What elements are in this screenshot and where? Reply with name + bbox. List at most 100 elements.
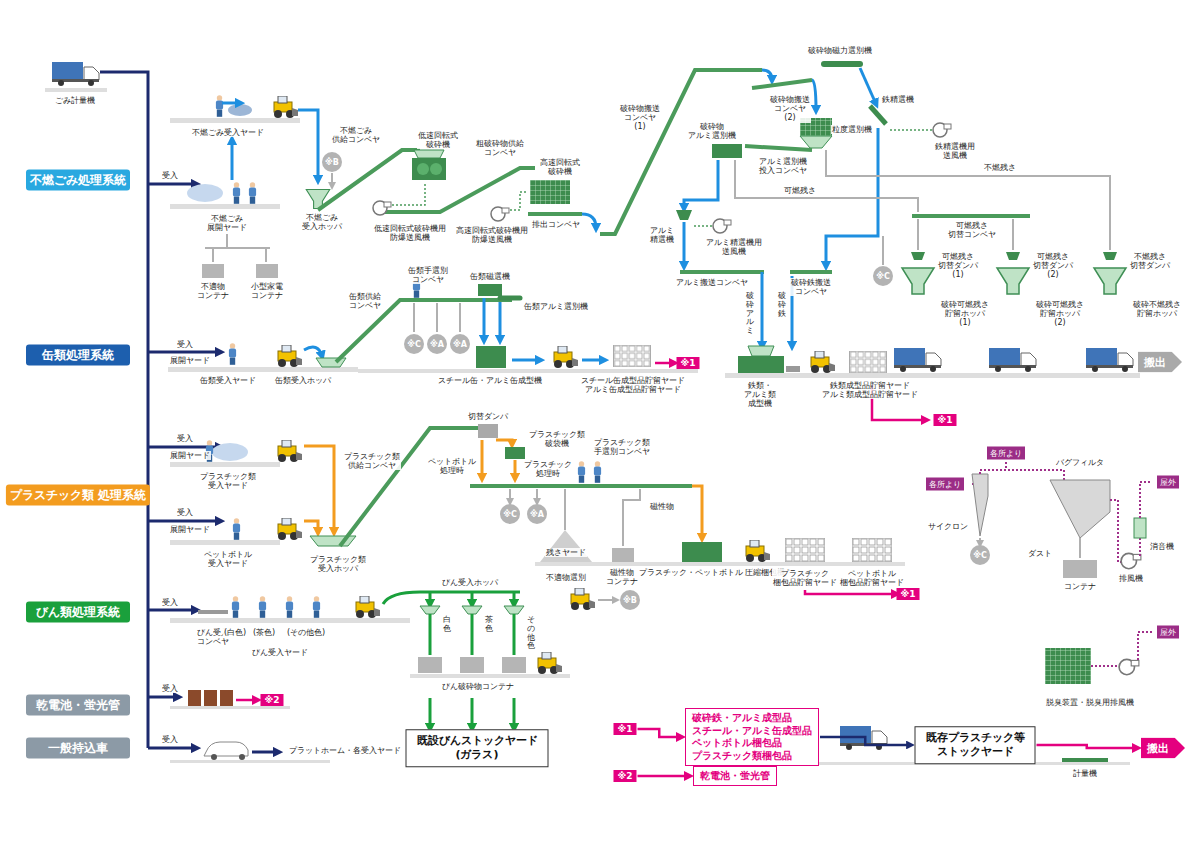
system-label: プラスチック類 処理系統	[6, 485, 150, 506]
noncombustible-line	[249, 182, 256, 204]
part-label: (白色)	[223, 628, 247, 637]
noncombustible-line	[170, 70, 762, 278]
ref-tag: ※2	[260, 694, 283, 706]
part-label: 低速回転式破砕機用 防爆送風機	[373, 224, 447, 242]
plastic-line	[340, 428, 488, 546]
part-label: 粒度選別機	[831, 125, 873, 134]
plastic-line	[212, 443, 248, 461]
node-text: ※A	[453, 340, 467, 349]
node-text: スチール・アルミ缶成型品	[692, 725, 812, 738]
part-label: 白色	[442, 616, 452, 634]
part-label: びん破砕物コンテナ	[441, 682, 515, 691]
bottle-line	[460, 657, 484, 673]
part-label: 受入	[161, 684, 179, 693]
ref-circle: ※C	[970, 545, 990, 565]
dust-collection	[1119, 659, 1139, 674]
sorting-area	[1006, 252, 1020, 260]
part-label: 破砕物 アルミ選別機	[687, 122, 737, 140]
part-label: 破砕可燃残さ 貯留ホッパ(2)	[1035, 300, 1085, 328]
sorting-area	[748, 346, 774, 356]
noncombustible-line	[430, 163, 442, 175]
bottle-line	[471, 698, 474, 728]
ref-circle: ※A	[527, 504, 547, 524]
sorting-area	[725, 373, 1140, 378]
plastic-line	[682, 542, 722, 562]
can-line	[478, 284, 502, 296]
noncombustible-line	[331, 173, 333, 186]
flow-connector	[820, 737, 911, 745]
part-label: アルミ搬送コンベヤ	[675, 278, 749, 287]
part-label: 破砕物磁力選別機	[807, 46, 873, 55]
noncombustible-line	[528, 212, 582, 216]
noncombustible-line	[510, 192, 528, 210]
part-label: 破砕物搬送 コンベヤ(1)	[619, 104, 661, 132]
part-label: ペットボトル 処理時	[427, 457, 477, 475]
plastic-line	[594, 461, 601, 483]
part-label: 不適物選別	[545, 573, 587, 582]
sorting-area	[911, 252, 925, 260]
node-text: 既設びんストックヤード (ガラス)	[417, 734, 538, 762]
node-text: ※A	[430, 340, 444, 349]
noncombustible-line	[385, 168, 535, 212]
noncombustible-line	[187, 184, 223, 202]
plastic-line	[852, 538, 892, 562]
can-line	[483, 298, 486, 340]
node-text: 乾電池・蛍光管	[30, 698, 126, 713]
part-label: プラスチック類 破袋機	[528, 430, 586, 448]
can-line	[554, 346, 578, 368]
main-supply-line	[52, 62, 99, 86]
node-text: 各所より	[929, 479, 961, 490]
part-label: 破砕アルミ	[745, 292, 755, 336]
system-label: 不燃ごみ処理系統	[26, 170, 130, 191]
part-label: 排風機	[1118, 574, 1144, 583]
plastic-line	[170, 540, 280, 545]
sorting-area	[761, 272, 764, 346]
dust-collection	[1138, 632, 1152, 660]
part-label: プラスチック類 受入ヤード	[199, 472, 257, 490]
sorting-area	[1103, 252, 1117, 260]
node-text: 既存プラスチック等 ストックヤード	[926, 731, 1025, 759]
plastic-line	[233, 518, 240, 540]
bottle-line	[170, 618, 410, 623]
can-line	[168, 276, 698, 373]
plastic-line	[785, 538, 825, 562]
part-label: (その他色)	[286, 628, 326, 637]
part-label: ペットボトル 梱包品貯留ヤード	[839, 569, 905, 587]
part-label: 受入	[161, 735, 179, 744]
bottle-line	[513, 592, 516, 604]
part-label: コンテナ	[1063, 582, 1097, 591]
node-text: 不燃ごみ処理系統	[30, 173, 126, 188]
stockyard-box: 既設びんストックヤード (ガラス)	[406, 729, 549, 767]
plastic-line	[598, 599, 616, 601]
main-supply-line	[45, 62, 220, 748]
part-label: 高速回転式 破砕機	[539, 158, 581, 176]
sorting-area	[676, 64, 1140, 420]
sorting-area	[997, 268, 1029, 294]
ref-circle: ※C	[404, 334, 424, 354]
node-text: 破砕鉄・アルミ成型品	[692, 712, 812, 725]
part-label: 不燃ごみ 供給コンベヤ	[331, 126, 381, 144]
battery-and-car	[211, 754, 217, 760]
node-text: ペットボトル梱包品	[692, 737, 812, 750]
plastic-line	[170, 462, 280, 467]
ref-circle: ※B	[322, 152, 342, 172]
part-label: 缶類供給 コンベヤ	[348, 292, 382, 310]
plastic-line	[805, 590, 896, 594]
plastic-line	[746, 540, 770, 562]
part-label: 小型家電 コンテナ	[250, 282, 284, 300]
plastic-line	[496, 440, 512, 444]
part-label: 受入	[161, 171, 179, 180]
system-label: びん類処理系統	[26, 602, 130, 623]
part-label: 不燃ごみ 展開ヤード	[206, 214, 248, 232]
source-tag: 各所より	[926, 478, 964, 491]
main-supply-line	[148, 183, 196, 186]
noncombustible-line	[392, 182, 425, 205]
battery-and-car	[252, 751, 278, 754]
bottle-line	[418, 657, 442, 673]
bottle-line	[429, 592, 432, 604]
noncombustible-line	[202, 264, 224, 278]
ref-tag: ※1	[613, 723, 636, 735]
source-tag: 各所より	[987, 447, 1025, 460]
part-label: 排出コンベヤ	[531, 220, 581, 229]
plastic-line	[612, 548, 634, 562]
